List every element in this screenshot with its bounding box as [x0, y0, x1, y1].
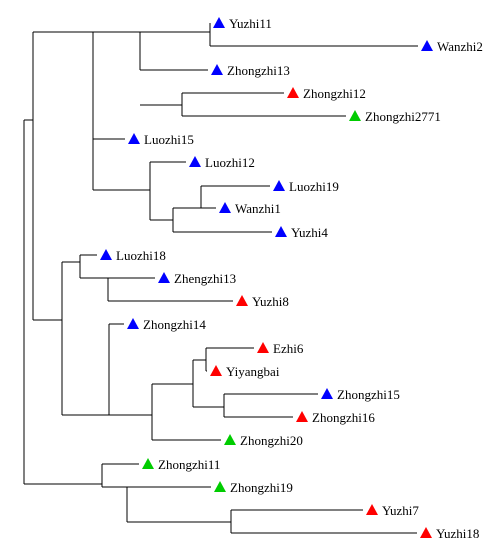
leaf-zhongzhi15: Zhongzhi15	[321, 387, 400, 402]
leaf-label: Zhongzhi13	[227, 63, 290, 78]
leaf-label: Zhongzhi2771	[365, 109, 441, 124]
leaf-label: Ezhi6	[273, 341, 304, 356]
triangle-marker-icon	[189, 156, 201, 167]
leaf-zhongzhi20: Zhongzhi20	[224, 433, 303, 448]
leaf-label: Zhongzhi14	[143, 317, 206, 332]
triangle-marker-icon	[213, 17, 225, 28]
leaf-label: Yuzhi7	[382, 503, 419, 518]
triangle-marker-icon	[100, 249, 112, 260]
triangle-marker-icon	[128, 133, 140, 144]
leaf-label: Luozhi18	[116, 248, 166, 263]
leaf-yuzhi4: Yuzhi4	[275, 225, 328, 240]
triangle-marker-icon	[127, 318, 139, 329]
leaf-label: Zhongzhi19	[230, 480, 293, 495]
leaf-label: Zhongzhi12	[303, 86, 366, 101]
leaf-zhongzhi12: Zhongzhi12	[287, 86, 366, 101]
triangle-marker-icon	[296, 411, 308, 422]
leaf-label: Yuzhi8	[252, 294, 289, 309]
triangle-marker-icon	[236, 295, 248, 306]
leaf-luozhi15: Luozhi15	[128, 132, 194, 147]
leaf-zhongzhi11: Zhongzhi11	[142, 457, 220, 472]
leaf-yuzhi8: Yuzhi8	[236, 294, 289, 309]
triangle-marker-icon	[214, 481, 226, 492]
triangle-marker-icon	[219, 202, 231, 213]
leaf-luozhi18: Luozhi18	[100, 248, 166, 263]
leaf-label: Yuzhi18	[436, 526, 479, 541]
triangle-marker-icon	[158, 272, 170, 283]
leaf-luozhi12: Luozhi12	[189, 155, 255, 170]
leaf-label: Luozhi12	[205, 155, 255, 170]
leaf-label: Yiyangbai	[226, 364, 280, 379]
tree-leaves: Yuzhi11Wanzhi2Zhongzhi13Zhongzhi12Zhongz…	[100, 16, 483, 541]
leaf-label: Wanzhi1	[235, 201, 281, 216]
triangle-marker-icon	[210, 365, 222, 376]
leaf-zhongzhi16: Zhongzhi16	[296, 410, 375, 425]
leaf-label: Zhongzhi16	[312, 410, 375, 425]
leaf-label: Wanzhi2	[437, 39, 483, 54]
triangle-marker-icon	[366, 504, 378, 515]
leaf-label: Zhongzhi11	[158, 457, 220, 472]
triangle-marker-icon	[275, 226, 287, 237]
leaf-wanzhi2: Wanzhi2	[421, 39, 483, 54]
tree-branches	[23, 23, 418, 534]
leaf-zhongzhi14: Zhongzhi14	[127, 317, 206, 332]
triangle-marker-icon	[287, 87, 299, 98]
leaf-label: Luozhi19	[289, 179, 339, 194]
leaf-label: Zhongzhi20	[240, 433, 303, 448]
triangle-marker-icon	[420, 527, 432, 538]
triangle-marker-icon	[224, 434, 236, 445]
leaf-label: Zhongzhi15	[337, 387, 400, 402]
leaf-zhongzhi2771: Zhongzhi2771	[349, 109, 441, 124]
leaf-zhengzhi13: Zhengzhi13	[158, 271, 236, 286]
leaf-label: Luozhi15	[144, 132, 194, 147]
leaf-label: Zhengzhi13	[174, 271, 236, 286]
leaf-zhongzhi19: Zhongzhi19	[214, 480, 293, 495]
triangle-marker-icon	[421, 40, 433, 51]
triangle-marker-icon	[273, 180, 285, 191]
triangle-marker-icon	[211, 64, 223, 75]
leaf-ezhi6: Ezhi6	[257, 341, 304, 356]
leaf-yuzhi18: Yuzhi18	[420, 526, 479, 541]
leaf-label: Yuzhi4	[291, 225, 328, 240]
leaf-luozhi19: Luozhi19	[273, 179, 339, 194]
triangle-marker-icon	[349, 110, 361, 121]
triangle-marker-icon	[257, 342, 269, 353]
leaf-yiyangbai: Yiyangbai	[210, 364, 280, 379]
leaf-label: Yuzhi11	[229, 16, 272, 31]
leaf-yuzhi7: Yuzhi7	[366, 503, 419, 518]
leaf-wanzhi1: Wanzhi1	[219, 201, 281, 216]
leaf-yuzhi11: Yuzhi11	[213, 16, 272, 31]
triangle-marker-icon	[142, 458, 154, 469]
leaf-zhongzhi13: Zhongzhi13	[211, 63, 290, 78]
triangle-marker-icon	[321, 388, 333, 399]
